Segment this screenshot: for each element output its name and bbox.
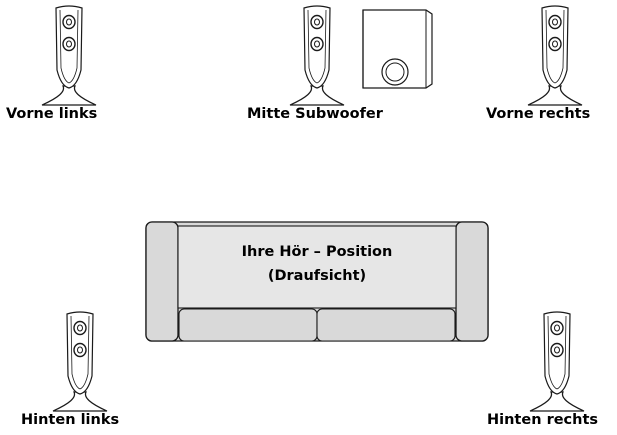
rear-left-label: Hinten links [21, 412, 120, 428]
sofa-icon [145, 221, 489, 342]
rear-right-speaker-icon [529, 311, 585, 412]
front-left-label: Vorne links [6, 106, 98, 122]
rear-left-speaker-icon [52, 311, 108, 412]
front-right-label: Vorne rechts [486, 106, 591, 122]
center-subwoofer-label: Mitte Subwoofer [247, 106, 383, 122]
center-speaker-icon [289, 5, 345, 106]
front-left-speaker-icon [41, 5, 97, 106]
subwoofer-icon [362, 9, 433, 89]
listening-position-title: Ihre Hör – Position [241, 244, 393, 260]
listening-position-subtitle: (Draufsicht) [267, 268, 367, 284]
rear-right-label: Hinten rechts [487, 412, 599, 428]
front-right-speaker-icon [527, 5, 583, 106]
